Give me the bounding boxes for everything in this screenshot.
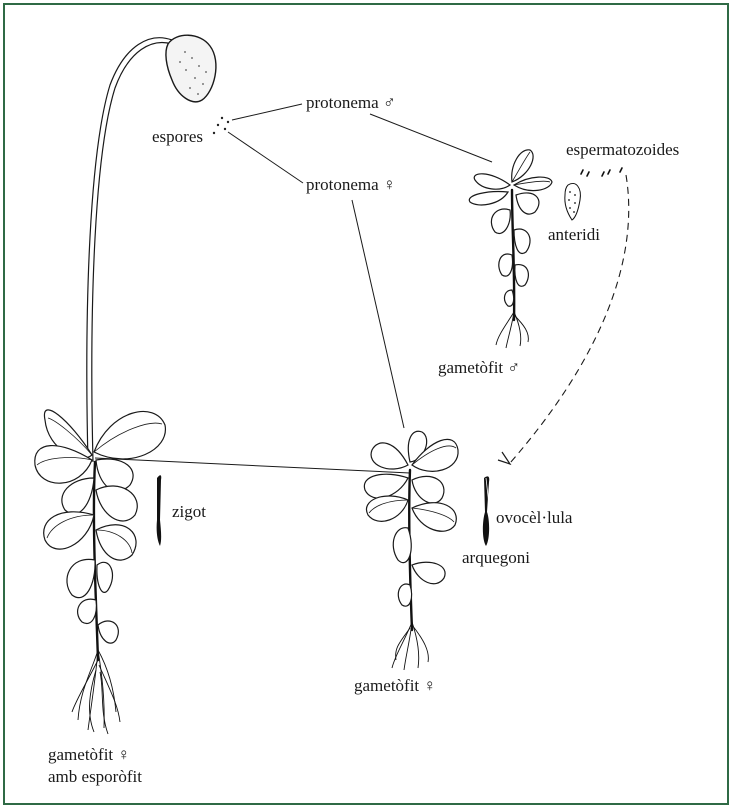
rhizoids-female xyxy=(392,622,428,670)
label-protonema-male: protonema ♂ xyxy=(306,93,396,113)
female-gametophyte xyxy=(364,431,458,670)
label-espermatozoides: espermatozoides xyxy=(566,140,679,160)
label-protonema-female: protonema ♀ xyxy=(306,175,396,195)
label-gametofit-female: gametòfit ♀ xyxy=(354,676,436,696)
connection-lines xyxy=(95,104,629,473)
fertilization-arrow xyxy=(510,175,629,463)
rhizoids-male xyxy=(496,312,528,348)
spores-dots xyxy=(213,117,229,134)
label-anteridi: anteridi xyxy=(548,225,600,245)
zygote-archegonium xyxy=(157,475,162,546)
ovocell-archegonium xyxy=(483,476,489,546)
label-ovocellula: ovocèl·lula xyxy=(496,508,572,528)
label-arquegoni: arquegoni xyxy=(462,548,530,568)
label-espores: espores xyxy=(152,127,203,147)
male-gametophyte xyxy=(469,150,552,348)
sperm-cells xyxy=(581,168,622,176)
label-gametofit-sporophyte-line2: amb esporòfit xyxy=(48,767,142,787)
label-zigot: zigot xyxy=(172,502,206,522)
capsule xyxy=(166,35,216,102)
rhizoids-left xyxy=(72,650,120,734)
sporophyte xyxy=(87,35,216,462)
label-gametofit-male: gametòfit ♂ xyxy=(438,358,520,378)
label-gametofit-sporophyte-line1: gametòfit ♀ xyxy=(48,745,130,765)
antheridium xyxy=(565,183,581,220)
